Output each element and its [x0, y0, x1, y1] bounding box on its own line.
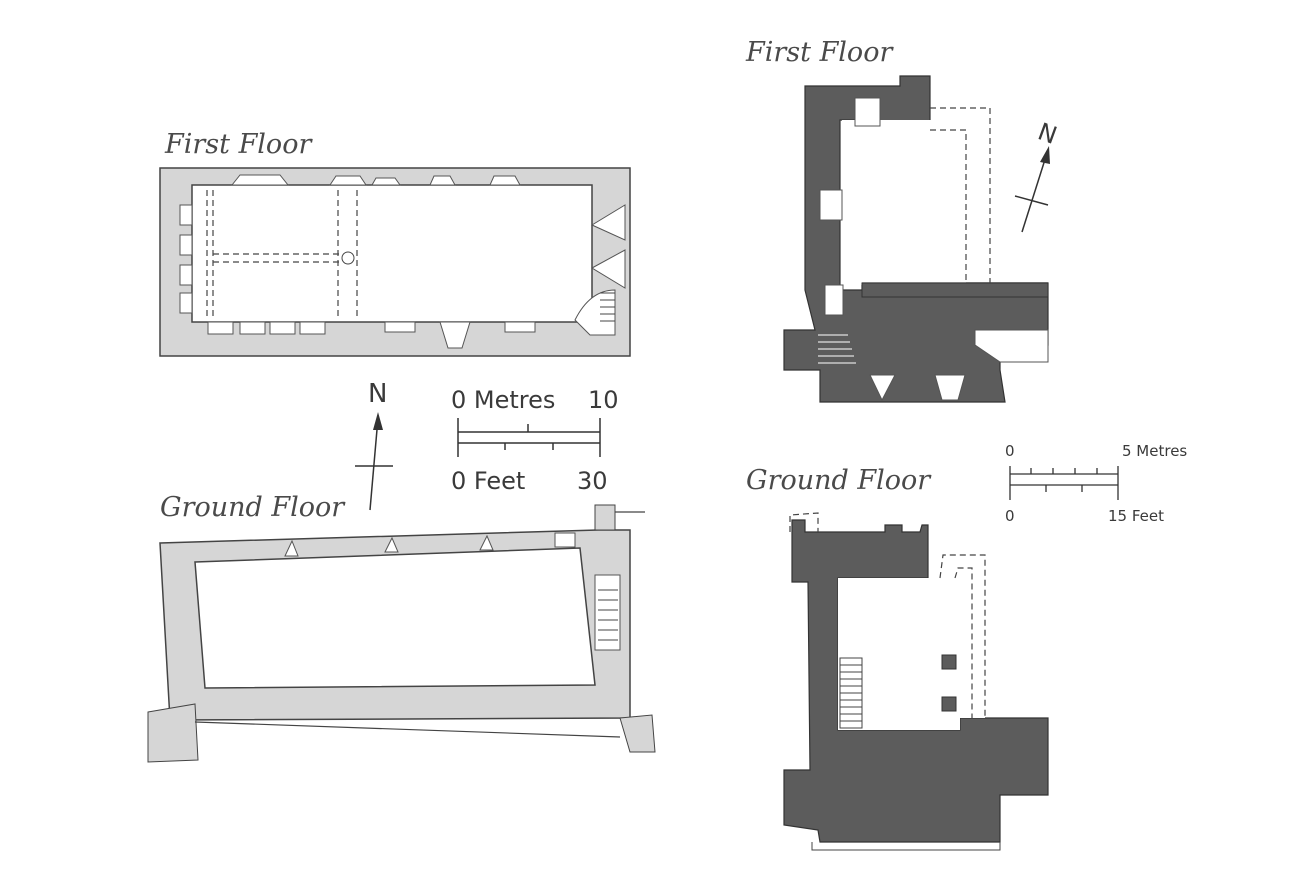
ground-floor-south-line — [194, 721, 621, 738]
ground-floor-pier-2 — [941, 696, 957, 712]
left-first-floor-label: First Floor — [164, 129, 313, 160]
left-ground-floor-plan: Ground Floor — [147, 492, 656, 763]
ground-floor-pier-1 — [941, 654, 957, 670]
left-scale-metres-zero: 0 Metres — [451, 386, 555, 414]
right-north-label: N — [1034, 117, 1060, 149]
ground-floor-room — [194, 547, 596, 689]
first-floor-room — [191, 184, 593, 323]
first-floor-stair — [818, 334, 856, 364]
east-wall-features — [574, 204, 626, 336]
left-scale-metres-max: 10 — [588, 386, 619, 414]
left-first-floor-plan: First Floor — [159, 129, 631, 357]
right-scale-feet-zero: 0 — [1005, 507, 1015, 525]
ground-floor-ne-fragment — [594, 504, 616, 531]
right-scale-bar: 0 5 Metres 0 15 Feet — [1005, 442, 1187, 525]
left-scale-feet-max: 30 — [577, 467, 608, 495]
left-scale-feet-zero: 0 Feet — [451, 467, 525, 495]
left-scale-bar: 0 Metres 10 0 Feet 30 — [451, 386, 619, 495]
left-ground-floor-label: Ground Floor — [160, 492, 346, 523]
right-scale-metres-max: 5 Metres — [1122, 442, 1187, 460]
right-first-floor-plan: First Floor N — [745, 37, 1061, 403]
right-ground-floor-label: Ground Floor — [746, 465, 932, 496]
west-wall-niches — [179, 204, 193, 314]
south-wall-niches — [207, 321, 536, 349]
left-north-arrow: N — [355, 379, 393, 511]
ground-floor-stair — [598, 589, 618, 641]
left-north-label: N — [368, 379, 387, 409]
right-first-floor-label: First Floor — [745, 37, 894, 68]
ground-floor-openings — [284, 532, 621, 651]
first-floor-open-room — [842, 120, 966, 285]
dashed-beams — [206, 190, 358, 318]
right-scale-metres-zero: 0 — [1005, 442, 1015, 460]
right-scale-feet-max: 15 Feet — [1108, 507, 1164, 525]
right-ground-floor-plan: Ground Floor — [746, 465, 1049, 851]
central-post — [341, 251, 355, 265]
ground-floor-dashed-outline — [789, 512, 986, 718]
ground-floor-open-room — [838, 578, 985, 730]
ground-floor-right-stair — [839, 657, 863, 729]
right-north-arrow: N — [1014, 117, 1061, 233]
first-floor-right-windows — [819, 97, 1049, 402]
ground-floor-sw-fragment — [147, 703, 199, 763]
ground-floor-se-fragment — [619, 714, 656, 753]
north-windows — [230, 174, 521, 186]
first-floor-dashed-outline — [930, 107, 991, 283]
